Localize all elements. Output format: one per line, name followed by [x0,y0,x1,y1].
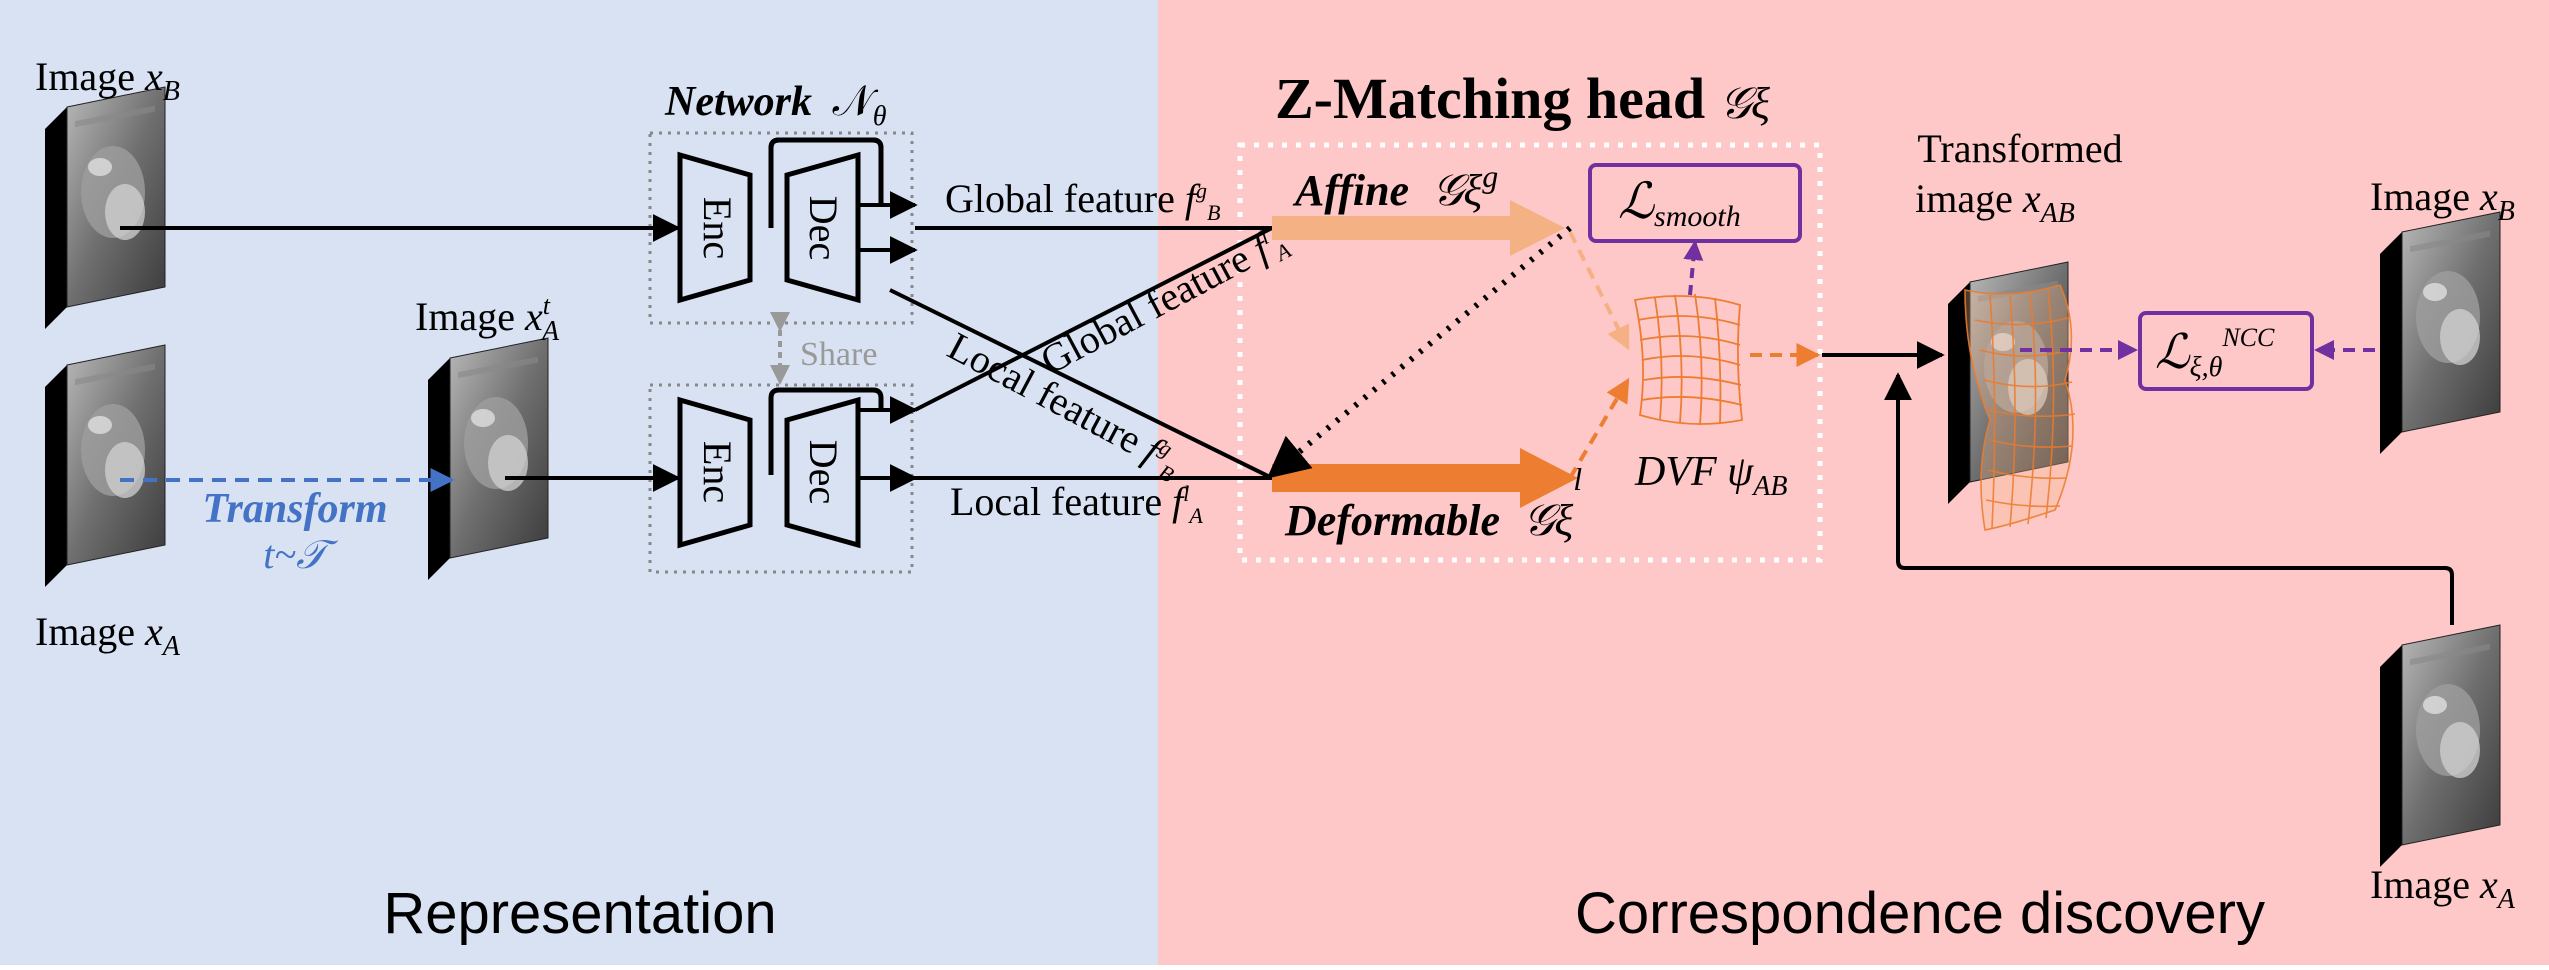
dvf-label: DVF ψAB [1634,449,1787,502]
encoder-bottom [677,396,753,549]
route-local-B [889,288,1273,480]
arrow-xA-to-warp [1884,372,2454,625]
network-title: Network 𝒩θ [664,79,887,132]
smooth-loss-box [1588,163,1802,243]
label-image-xB-left: Image xB [35,54,180,107]
smooth-loss-label: ℒsmooth [1618,173,1741,233]
affine-label: Affine 𝒢ξg [1292,158,1498,215]
transformed-image-label-line1: Transformed [1917,126,2122,171]
affine-arrow [1272,200,1565,256]
route-global-A [914,226,1273,412]
deformable-arrow [1272,448,1578,508]
transform-formula: t~𝒯 [263,532,339,577]
label-global-feature-B: Global feature fgB [945,176,1220,225]
dvf-grid [1633,293,1743,426]
label-image-xA-right: Image xA [2370,862,2516,915]
label-image-xB-right: Image xB [2370,174,2515,227]
enc-bottom-label: Enc [695,441,740,503]
correspondence-title: Correspondence discovery [1575,881,2265,946]
ncc-loss-label: ℒξ,θNCC [2155,323,2275,383]
z-matching-head-title: Z-Matching head 𝒢ξ [1275,66,1770,131]
enc-top-label: Enc [695,197,740,259]
transform-label: Transform [202,486,387,532]
transformed-image-label-line2: image xAB [1915,176,2075,229]
label-local-feature-A: Local feature flA [950,479,1203,528]
share-label: Share [800,336,877,373]
ncc-loss-box [2138,311,2314,391]
representation-title: Representation [383,881,776,946]
dec-top-label: Dec [801,196,846,260]
warp-grid-xAB [1964,284,2076,531]
representation-region [0,0,1158,965]
dec-bottom-label: Dec [801,440,846,504]
decoder-bottom [784,396,861,549]
deformable-label: Deformable 𝒢ξl [1284,461,1582,545]
encoder-top [677,151,753,304]
affine-to-deformable-dotted [1266,225,1572,479]
label-image-xA-left: Image xA [35,609,181,662]
decoder-top-shape [784,151,861,304]
